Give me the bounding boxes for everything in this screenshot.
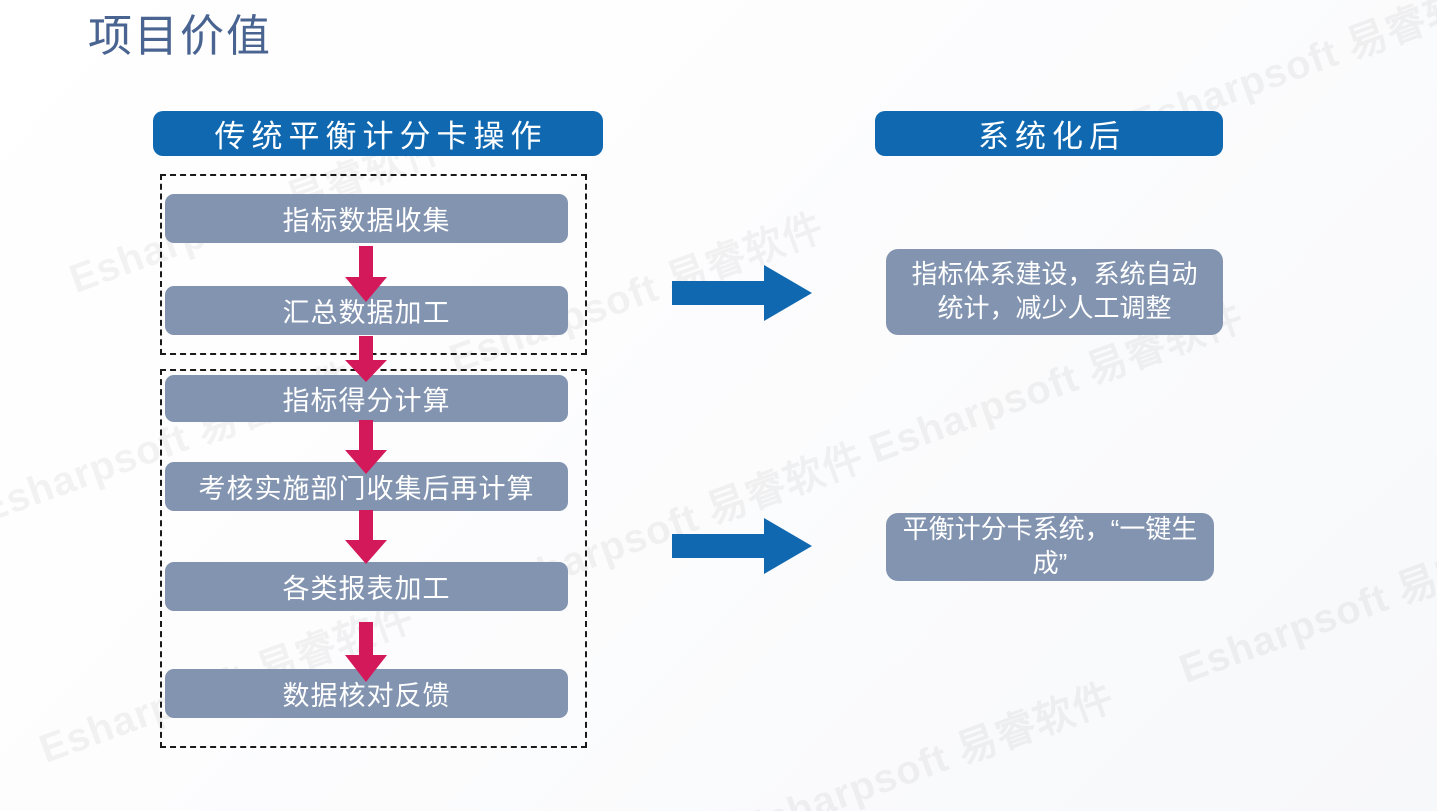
column-header-systemized-label: 系统化后: [978, 119, 1126, 154]
process-step-label: 指标得分计算: [282, 386, 451, 416]
process-step-label: 指标数据收集: [282, 206, 451, 236]
process-step-box: 指标得分计算: [165, 375, 568, 422]
dashed-group-data-collection: [160, 174, 587, 355]
down-arrow-icon: [343, 246, 389, 302]
process-step-label: 各类报表加工: [282, 574, 451, 604]
column-header-traditional: 传统平衡计分卡操作: [153, 111, 603, 156]
process-step-label: 考核实施部门收集后再计算: [198, 474, 535, 504]
page-title: 项目价值: [88, 12, 272, 61]
down-arrow-icon: [343, 510, 389, 564]
right-block-arrow-icon: [672, 518, 812, 574]
column-header-systemized: 系统化后: [875, 111, 1223, 156]
result-box-label: 平衡计分卡系统，“一键生成”: [902, 514, 1198, 578]
result-box: 平衡计分卡系统，“一键生成”: [886, 513, 1214, 581]
right-block-arrow-icon: [672, 265, 812, 321]
process-step-label: 数据核对反馈: [282, 681, 451, 711]
down-arrow-icon: [343, 420, 389, 474]
result-box: 指标体系建设，系统自动统计，减少人工调整: [886, 249, 1223, 335]
process-step-label: 汇总数据加工: [282, 298, 451, 328]
process-step-box: 指标数据收集: [165, 194, 568, 243]
down-arrow-icon: [343, 336, 389, 382]
column-header-traditional-label: 传统平衡计分卡操作: [214, 119, 548, 154]
process-step-box: 各类报表加工: [165, 562, 568, 611]
watermark-text: Esharpsoft 易睿软件: [730, 665, 1121, 811]
result-box-label: 指标体系建设，系统自动统计，减少人工调整: [911, 259, 1198, 323]
down-arrow-icon: [343, 622, 389, 682]
